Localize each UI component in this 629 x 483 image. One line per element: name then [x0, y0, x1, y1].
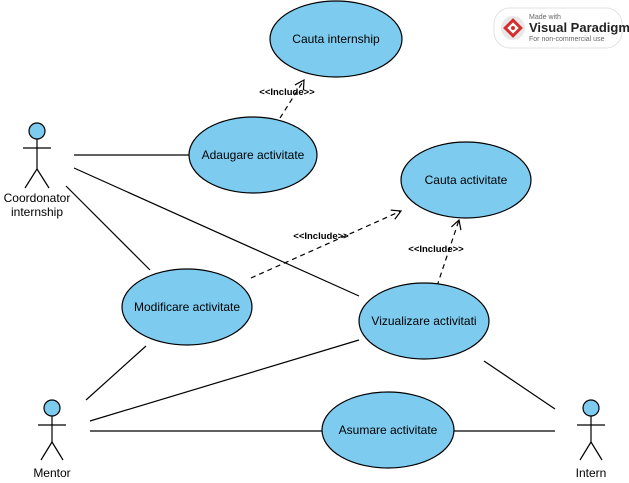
- actor-label-coordonator-line1: Coordonator: [4, 191, 71, 205]
- actor-coordonator-internship[interactable]: [23, 122, 51, 189]
- use-case-label: Cauta internship: [292, 32, 380, 46]
- actor-label-intern: Intern: [576, 466, 607, 480]
- include-adaugare-cauta-internship: [279, 78, 305, 119]
- actor-mentor[interactable]: [38, 399, 66, 461]
- actor-label-mentor: Mentor: [33, 466, 70, 480]
- actor-label-coordonator-line2: internship: [11, 205, 63, 219]
- include-label-3: <<Include>>: [408, 244, 464, 255]
- include-relations: [250, 78, 462, 287]
- use-case-cauta-activitate[interactable]: Cauta activitate: [400, 141, 532, 219]
- use-case-asumare-activitate[interactable]: Asumare activitate: [321, 391, 455, 469]
- include-modificare-cauta-activitate: [250, 209, 403, 279]
- assoc-coordonator-modificare: [65, 185, 151, 271]
- use-case-label: Adaugare activitate: [202, 148, 305, 162]
- assoc-coordonator-vizualizare: [73, 167, 360, 297]
- watermark-made-with: Made with: [529, 14, 561, 21]
- use-case-cauta-internship[interactable]: Cauta internship: [269, 0, 403, 78]
- actor-head-icon: [28, 122, 46, 140]
- associations: [65, 154, 556, 432]
- visual-paradigm-logo-icon: [501, 16, 525, 40]
- assoc-intern-vizualizare: [483, 360, 556, 410]
- watermark-brand: Visual Paradigm: [529, 20, 629, 35]
- watermark-note: For non-commercial use: [529, 36, 605, 43]
- actor-intern[interactable]: [577, 399, 605, 461]
- assoc-mentor-vizualizare: [89, 339, 360, 422]
- use-case-label: Modificare activitate: [134, 300, 240, 314]
- use-case-modificare-activitate[interactable]: Modificare activitate: [121, 268, 253, 346]
- include-label-1: <<Include>>: [259, 87, 315, 98]
- use-case-vizualizare-activitati[interactable]: Vizualizare activitati: [358, 282, 490, 360]
- actor-head-icon: [43, 399, 61, 417]
- use-case-label: Asumare activitate: [339, 423, 438, 437]
- use-case-label: Vizualizare activitati: [371, 314, 476, 328]
- include-label-2: <<Include>>: [293, 231, 349, 242]
- watermark: Made with Visual Paradigm For non-commer…: [493, 7, 629, 49]
- use-case-adaugare-activitate[interactable]: Adaugare activitate: [188, 116, 318, 194]
- actor-head-icon: [582, 399, 600, 417]
- include-vizualizare-cauta-activitate: [436, 218, 462, 287]
- use-case-label: Cauta activitate: [425, 173, 508, 187]
- assoc-mentor-modificare: [85, 345, 147, 401]
